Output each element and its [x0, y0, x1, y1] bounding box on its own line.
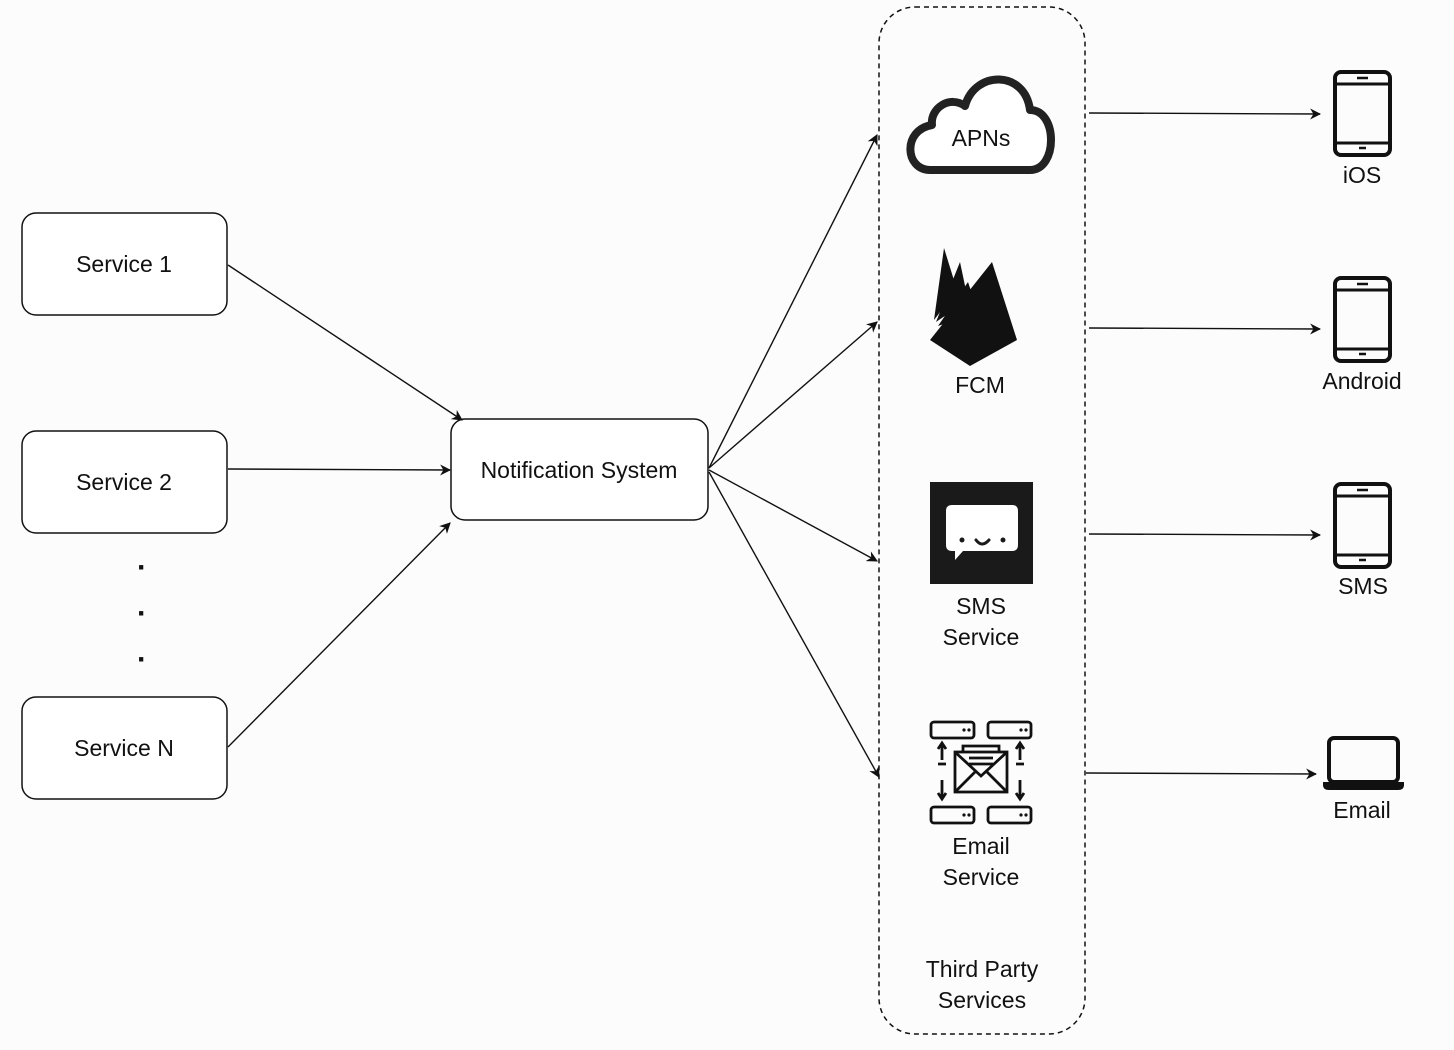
laptop-icon	[1323, 736, 1404, 790]
arrow-to-fcm	[708, 321, 878, 469]
sms-device-label: SMS	[1338, 573, 1388, 599]
arrow-to-email-service	[708, 471, 880, 778]
ellipsis-dots: · · ·	[137, 551, 147, 676]
arrow-email-to-laptop	[1085, 768, 1318, 780]
sms-device-node: SMS	[1333, 482, 1392, 599]
outbound-arrows	[708, 134, 880, 778]
email-service-node: Email Service	[929, 720, 1033, 890]
apns-label: APNs	[952, 125, 1011, 151]
cloud-icon	[906, 75, 1055, 174]
third-party-services-container: Third Party Services	[878, 6, 1086, 1035]
service-n-label: Service N	[74, 735, 174, 761]
phone-icon	[1333, 276, 1392, 363]
ios-label: iOS	[1343, 162, 1381, 188]
android-label: Android	[1322, 368, 1401, 394]
email-device-label: Email	[1333, 797, 1391, 823]
chat-bubble-icon	[930, 482, 1033, 584]
arrow-to-sms-service	[708, 469, 878, 562]
email-device-node: Email	[1323, 736, 1404, 823]
email-service-label-line1: Email	[952, 833, 1010, 859]
arrow-service1-to-notification	[227, 264, 463, 421]
service-2-label: Service 2	[76, 469, 172, 495]
apns-node: APNs	[906, 75, 1055, 174]
service-2-node: Service 2	[21, 430, 228, 534]
arrow-fcm-to-android	[1088, 323, 1322, 335]
fcm-node: FCM	[930, 248, 1017, 398]
email-service-label-line2: Service	[943, 864, 1020, 890]
service-1-label: Service 1	[76, 251, 172, 277]
ellipsis-dot: ·	[137, 643, 147, 676]
fcm-label: FCM	[955, 372, 1005, 398]
sms-service-node: SMS Service	[930, 482, 1033, 650]
arrow-apns-to-ios	[1088, 108, 1322, 120]
email-server-icon	[929, 720, 1033, 825]
third-party-title-line2: Services	[938, 987, 1026, 1013]
phone-icon	[1333, 70, 1392, 157]
inbound-arrows	[227, 264, 463, 748]
notification-system-label: Notification System	[481, 457, 678, 483]
arrow-sms-to-phone	[1088, 529, 1322, 541]
email-server-led-dots	[962, 728, 1028, 817]
service-1-node: Service 1	[21, 212, 228, 316]
arrow-serviceN-to-notification	[227, 522, 451, 748]
delivery-arrows	[1085, 108, 1322, 780]
firebase-icon	[930, 248, 1017, 366]
arrow-service2-to-notification	[227, 464, 452, 476]
android-device-node: Android	[1322, 276, 1402, 394]
notification-system-node: Notification System	[450, 418, 709, 521]
arrow-to-apns	[708, 134, 878, 469]
ios-device-node: iOS	[1333, 70, 1392, 188]
third-party-title-line1: Third Party	[926, 956, 1039, 982]
service-n-node: Service N	[21, 696, 228, 800]
phone-icon	[1333, 482, 1392, 569]
ellipsis-dot: ·	[137, 597, 147, 630]
sms-service-label-line1: SMS	[956, 593, 1006, 619]
sms-service-label-line2: Service	[943, 624, 1020, 650]
ellipsis-dot: ·	[137, 551, 147, 584]
